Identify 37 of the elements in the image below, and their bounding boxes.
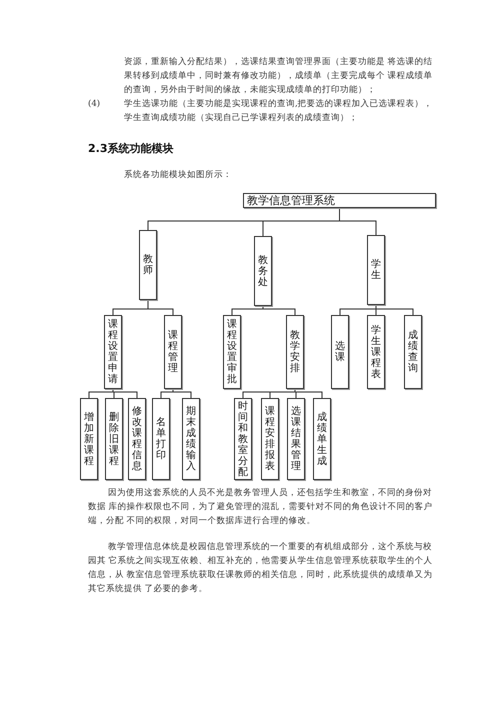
module-box: 选课	[331, 315, 349, 389]
module-box: 课程安排报表	[261, 398, 279, 480]
module-box: 学生课程表	[367, 315, 385, 389]
section-heading: 2.3系统功能模块	[88, 142, 174, 156]
connector-line	[112, 388, 138, 398]
module-box: 增加新课程	[80, 398, 98, 480]
connector-line	[294, 388, 322, 398]
module-box: 时间和教室分配	[234, 398, 252, 480]
connector-line	[262, 306, 296, 316]
module-box: 期末成绩输入	[182, 398, 200, 480]
module-box: 选课结果管理	[287, 398, 305, 480]
module-box: 名单打印	[152, 398, 170, 480]
list-number: (4)	[88, 98, 102, 111]
connector-line	[339, 208, 376, 236]
paragraph: 教学管理信息体统是校园信息管理系统的一个重要的有机组成部分，这个系统与校园其 它系统之间实现互依赖、相互补充的，他需要从学生信息管理系统获取学生的个人信息，从 教室信息管理系统获取任课教师的相关信息，同时，此系统提供的成绩单又为其它系统提供 了必要的参考。	[88, 540, 434, 596]
module-box: 修改课程信息	[128, 398, 146, 480]
paragraph: 资源，重新输入分配结果），选课结果查询管理界面（主要功能是 将选课的结果转移到成绩单中，同时兼有修改功能），成绩单（主要完成每个 课程成绩单的查询，另外由于时间的缘故，未能实现成绩单的打印功能）；	[124, 56, 434, 97]
module-box: 教务处	[254, 236, 272, 306]
connector-line	[270, 388, 296, 398]
module-box: 成绩查询	[404, 315, 422, 389]
connector-line	[148, 300, 174, 316]
module-box: 课程管理	[164, 315, 182, 389]
module-box: 删除旧课程	[105, 398, 123, 480]
module-box: 成绩单生成	[313, 398, 331, 480]
paragraph: 系统各功能模块如图所示：	[124, 168, 233, 182]
connector-line	[160, 388, 174, 398]
root-module-box: 教学信息管理系统	[243, 193, 436, 208]
paragraph: 因为使用这套系统的人员不光是教务管理人员，还包括学生和教室，不同的身份对数据 库的操作权限也不同，为了避免管理的混乱，需要针对不同的角色设计不同的客户端，分配 不同的权限，对同一个数据库进行合理的修改。	[88, 486, 434, 528]
module-box: 课程设置审批	[223, 315, 241, 389]
module-box: 课程设置申请	[104, 315, 122, 389]
paragraph: 学生选课功能（主要功能是实现课程的查询,把要选的课程加入已选课程表），学生查询成绩功能（实现自己已学课程列表的成绩查询）；	[124, 98, 434, 125]
connector-line	[172, 388, 192, 398]
connector-line	[232, 306, 264, 316]
module-box: 教师	[139, 230, 157, 300]
module-box: 教学安排	[286, 315, 304, 389]
module-box: 学生	[367, 235, 385, 305]
connector-line	[88, 388, 114, 398]
